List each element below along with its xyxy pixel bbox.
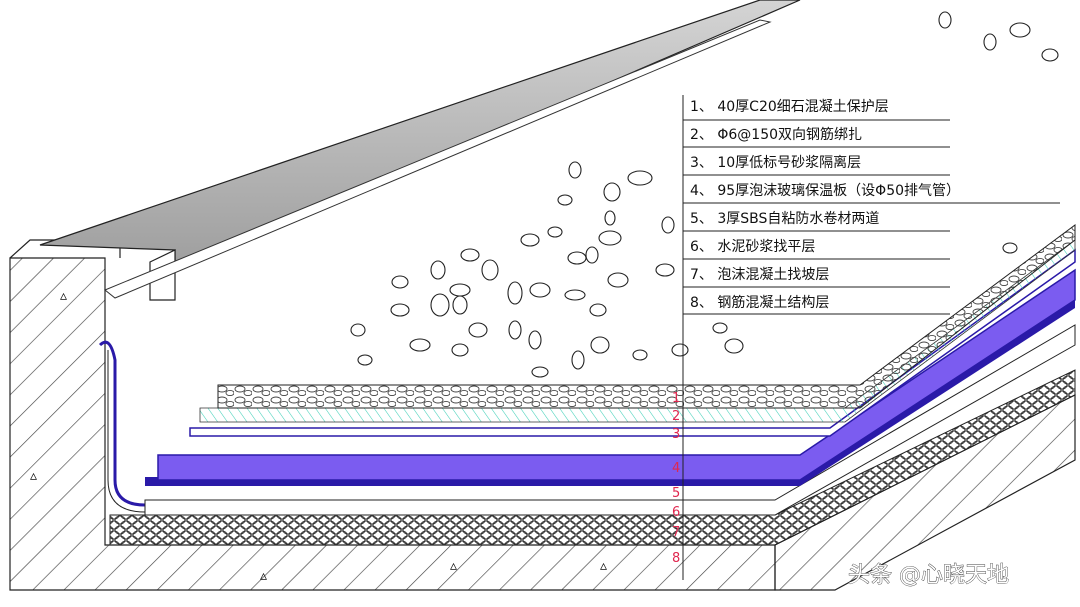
legend-item-8: 8、 钢筋混凝土结构层	[690, 294, 829, 311]
gravel-pebble	[568, 161, 582, 179]
gravel-pebble	[430, 260, 446, 280]
gravel-pebble	[529, 282, 551, 298]
layer-marker-5: 5	[672, 486, 680, 501]
gravel-scatter	[350, 11, 1059, 378]
gravel-pebble	[390, 303, 410, 317]
gravel-pebble	[357, 354, 373, 366]
layer-leveling	[144, 324, 1076, 516]
legend-item-7: 7、 泡沫混凝土找坡层	[690, 267, 829, 283]
gravel-pebble	[1002, 242, 1018, 254]
layer-markers: 1 2 3 4 5 6 7 8	[672, 391, 680, 566]
parapet-cap	[39, 0, 801, 301]
gravel-pebble	[481, 259, 499, 281]
gravel-pebble	[938, 11, 952, 29]
svg-text:▵: ▵	[30, 468, 37, 484]
gravel-pebble	[607, 272, 629, 288]
gravel-pebble	[589, 303, 607, 317]
gravel-pebble	[452, 295, 468, 315]
gravel-pebble	[508, 320, 522, 340]
gravel-pebble	[724, 338, 744, 354]
gravel-pebble	[661, 216, 675, 234]
gravel-pebble	[520, 233, 540, 247]
gravel-pebble	[391, 275, 409, 289]
svg-text:▵: ▵	[260, 568, 267, 584]
gravel-pebble	[671, 343, 689, 357]
gravel-pebble	[590, 336, 610, 354]
legend-item-6: 6、 水泥砂浆找平层	[690, 239, 815, 255]
layer-isolation	[189, 248, 1076, 437]
gravel-pebble	[409, 338, 431, 352]
layer-protective-concrete	[217, 224, 1076, 409]
legend-item-2: 2、 Φ6@150双向钢筋绑扎	[690, 126, 862, 143]
gravel-pebble	[547, 226, 563, 238]
layer-marker-8: 8	[672, 551, 680, 566]
gravel-pebble	[598, 230, 622, 246]
gravel-pebble	[571, 350, 585, 370]
svg-text:▵: ▵	[450, 558, 457, 574]
gravel-pebble	[627, 170, 653, 186]
watermark: 头条 @心晓天地	[848, 563, 1009, 588]
gravel-pebble	[460, 248, 480, 262]
gravel-pebble	[430, 293, 450, 317]
layer-marker-1: 1	[672, 391, 680, 406]
gravel-pebble	[655, 263, 675, 277]
gravel-pebble	[451, 343, 469, 357]
layer-marker-7: 7	[672, 525, 680, 540]
gravel-pebble	[1041, 48, 1059, 62]
structure-concrete: ▵ ▵ ▵ ▵ ▵	[9, 239, 1076, 591]
gravel-pebble	[585, 246, 599, 264]
gravel-pebble	[603, 182, 621, 202]
layer-marker-6: 6	[672, 505, 680, 520]
gravel-pebble	[564, 289, 586, 301]
legend: 1、 40厚C20细石混凝土保护层 2、 Φ6@150双向钢筋绑扎 3、 10厚…	[683, 99, 1060, 315]
gravel-pebble	[712, 322, 728, 334]
gravel-pebble	[983, 33, 997, 51]
gravel-pebble	[632, 349, 648, 361]
legend-item-3: 3、 10厚低标号砂浆隔离层	[690, 154, 861, 171]
gravel-pebble	[449, 283, 471, 297]
svg-text:▵: ▵	[600, 558, 607, 574]
legend-item-1: 1、 40厚C20细石混凝土保护层	[690, 99, 889, 115]
gravel-pebble	[1009, 22, 1031, 38]
gravel-pebble	[528, 330, 542, 350]
gravel-pebble	[468, 322, 488, 338]
layer-marker-3: 3	[672, 427, 680, 442]
svg-text:▵: ▵	[60, 288, 67, 304]
gravel-pebble	[604, 210, 616, 226]
gravel-pebble	[531, 366, 549, 378]
layer-marker-4: 4	[672, 461, 680, 476]
legend-item-5: 5、 3厚SBS自粘防水卷材两道	[690, 211, 879, 227]
gravel-pebble	[557, 194, 573, 206]
legend-item-4: 4、 95厚泡沫玻璃保温板（设Φ50排气管）	[690, 182, 960, 199]
layer-marker-2: 2	[672, 409, 680, 424]
gravel-pebble	[507, 281, 523, 305]
gravel-pebble	[350, 323, 366, 337]
gravel-pebble	[567, 251, 587, 265]
layer-insulation	[157, 268, 1076, 481]
